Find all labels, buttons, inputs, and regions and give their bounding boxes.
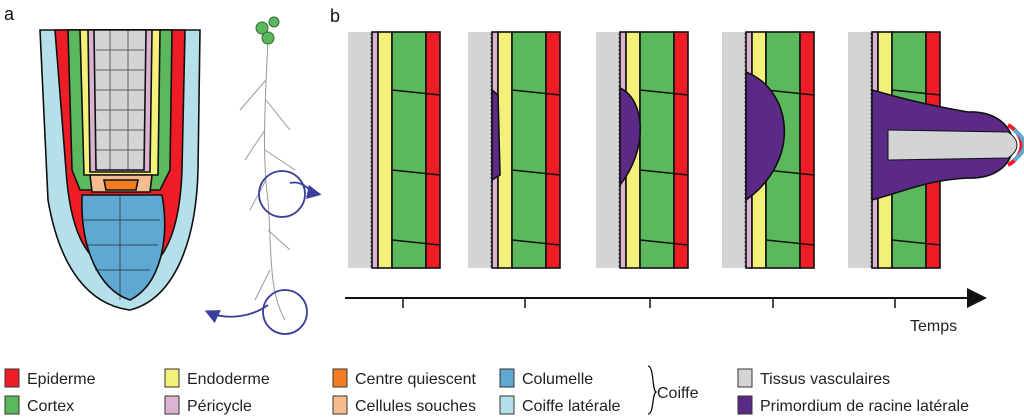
- legend-swatch: [499, 368, 515, 388]
- legend-label: Tissus vasculaires: [760, 371, 890, 388]
- legend-swatch: [4, 395, 20, 415]
- legend-item: Cortex: [4, 395, 74, 415]
- lateral-root-stages: [348, 31, 1024, 269]
- legend-swatch: [499, 395, 515, 415]
- legend-swatch: [332, 395, 348, 415]
- legend-label: Centre quiescent: [355, 371, 477, 388]
- legend-item: Coiffe latérale: [499, 395, 621, 415]
- coiffe-group-label: Coiffe: [657, 385, 699, 402]
- time-axis-label: Temps: [910, 318, 957, 335]
- legend-item: Epiderme: [4, 368, 96, 388]
- legend-item: Primordium de racine latérale: [737, 395, 969, 415]
- legend-item: Columelle: [499, 368, 593, 388]
- legend-swatch: [737, 395, 753, 415]
- legend-label: Columelle: [522, 371, 593, 388]
- coiffe-brace: [647, 365, 658, 415]
- zoom-circle-lower: [262, 289, 308, 335]
- legend-label: Cortex: [27, 398, 74, 415]
- legend-label: Coiffe latérale: [522, 398, 621, 415]
- legend-swatch: [164, 368, 180, 388]
- legend-label: Primordium de racine latérale: [760, 398, 969, 415]
- legend-item: Endoderme: [164, 368, 270, 388]
- legend-item: Tissus vasculaires: [737, 368, 890, 388]
- legend-swatch: [164, 395, 180, 415]
- zoom-circle-upper: [258, 170, 306, 218]
- legend-swatch: [737, 368, 753, 388]
- legend-label: Cellules souches: [355, 398, 476, 415]
- plant-illustration: [204, 16, 322, 335]
- legend-label: Epiderme: [27, 371, 96, 388]
- legend-item: Cellules souches: [332, 395, 476, 415]
- legend-swatch: [332, 368, 348, 388]
- stage-4: [722, 31, 815, 269]
- time-axis: Temps: [345, 288, 987, 335]
- root-tip-illustration: [39, 29, 201, 311]
- stage-1: [348, 31, 441, 269]
- stage-3: [596, 31, 689, 269]
- legend-swatch: [4, 368, 20, 388]
- stage-5: [848, 31, 1024, 269]
- stage-2: [468, 31, 561, 269]
- legend-label: Endoderme: [187, 371, 270, 388]
- legend-item: Péricycle: [164, 395, 252, 415]
- legend-label: Péricycle: [187, 398, 252, 415]
- legend-item: Centre quiescent: [332, 368, 477, 388]
- panel-a-label: a: [4, 4, 15, 24]
- panel-b-label: b: [330, 6, 340, 26]
